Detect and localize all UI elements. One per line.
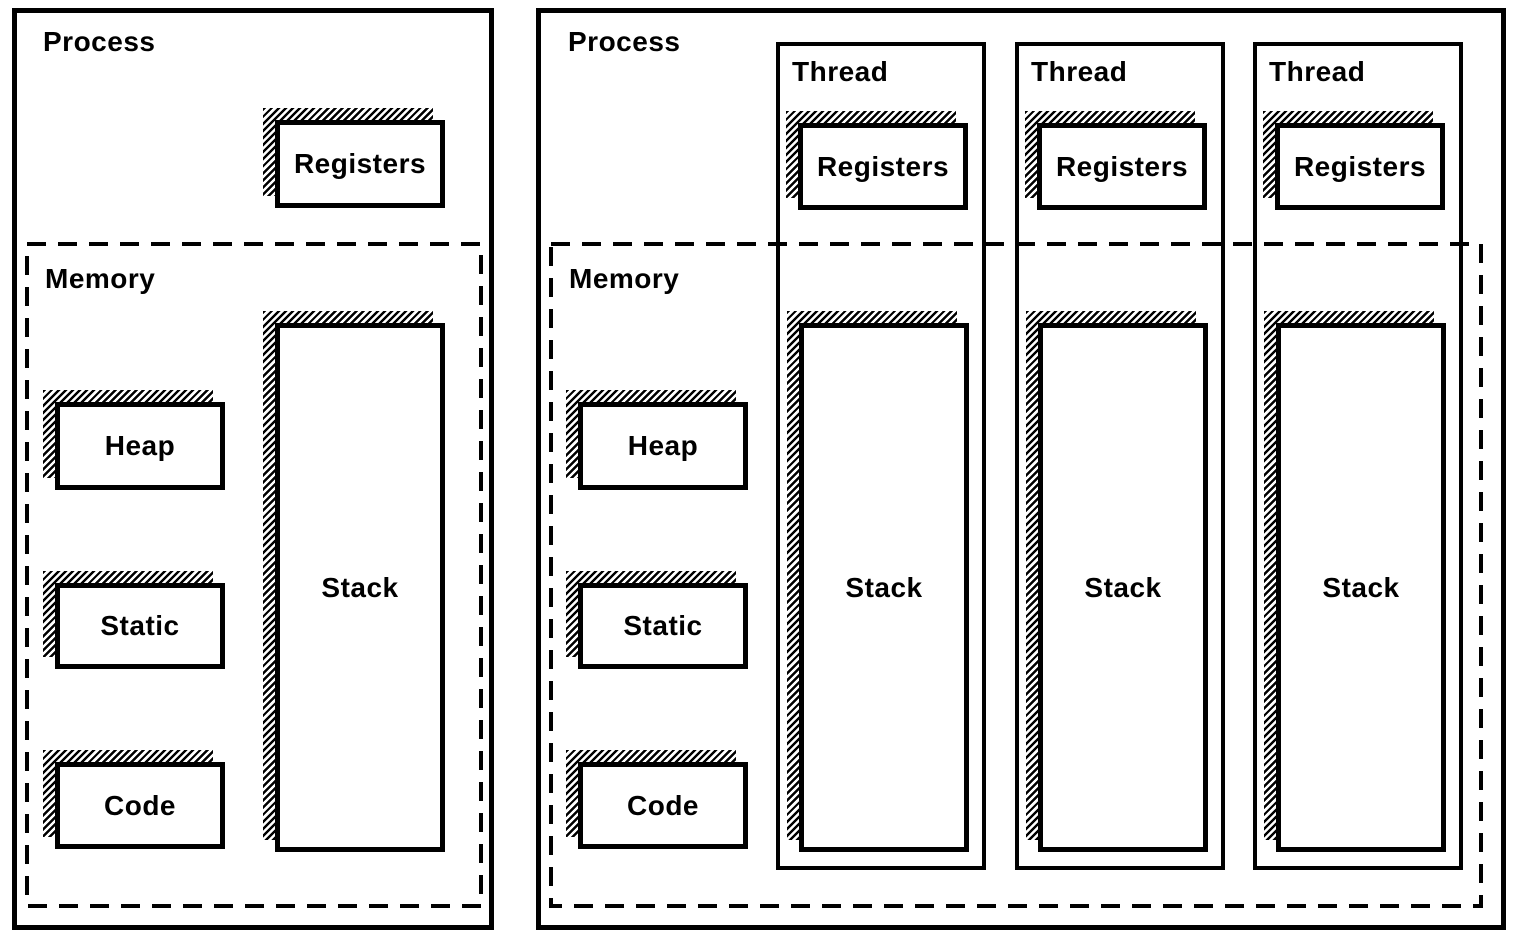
thread-1-label: Thread	[792, 56, 889, 87]
thread-1-stack-box: Stack	[787, 311, 969, 852]
thread-3-stack-label: Stack	[1322, 571, 1400, 603]
thread-2-registers-label: Registers	[1055, 150, 1189, 182]
thread-1-registers-box: Registers	[786, 111, 968, 210]
single-stack-face: Stack	[275, 323, 445, 852]
single-stack-label: Stack	[321, 571, 399, 603]
thread-3-stack-box: Stack	[1264, 311, 1446, 852]
thread-column-1: Thread Registers Stack	[776, 42, 986, 870]
single-static-face: Static	[55, 583, 225, 669]
single-memory-dashed-border	[25, 242, 483, 908]
thread-1-registers-label: Registers	[816, 150, 950, 182]
thread-2-label: Thread	[1031, 56, 1128, 87]
thread-2-stack-face: Stack	[1038, 323, 1208, 852]
multi-code-label: Code	[627, 789, 699, 821]
single-registers-label: Registers	[293, 148, 427, 179]
single-memory-label: Memory	[45, 263, 156, 294]
thread-column-3: Thread Registers Stack	[1253, 42, 1463, 870]
multi-code-face: Code	[578, 762, 748, 849]
single-code-face: Code	[55, 762, 225, 849]
thread-3-stack-face: Stack	[1276, 323, 1446, 852]
single-heap-label: Heap	[104, 430, 176, 461]
multi-static-box: Static	[566, 571, 748, 669]
thread-3-registers-face: Registers	[1275, 123, 1445, 210]
thread-2-stack-box: Stack	[1026, 311, 1208, 852]
thread-3-registers-box: Registers	[1263, 111, 1445, 210]
multi-static-face: Static	[578, 583, 748, 669]
single-heap-face: Heap	[55, 402, 225, 490]
thread-1-stack-label: Stack	[845, 571, 923, 603]
multi-static-label: Static	[623, 610, 703, 641]
single-code-label: Code	[104, 789, 176, 821]
single-static-box: Static	[43, 571, 225, 669]
thread-3-registers-label: Registers	[1293, 150, 1427, 182]
single-memory-region	[25, 242, 483, 908]
multi-code-box: Code	[566, 750, 748, 849]
thread-2-registers-face: Registers	[1037, 123, 1207, 210]
multi-process-box	[536, 8, 1506, 930]
single-process-box	[12, 8, 494, 930]
single-heap-box: Heap	[43, 390, 225, 490]
thread-3-label: Thread	[1269, 56, 1366, 87]
single-code-box: Code	[43, 750, 225, 849]
multi-heap-label: Heap	[627, 430, 699, 461]
multi-heap-box: Heap	[566, 390, 748, 490]
thread-1-registers-face: Registers	[798, 123, 968, 210]
single-registers-box: Registers	[263, 108, 445, 208]
single-static-label: Static	[100, 610, 180, 641]
thread-2-registers-box: Registers	[1025, 111, 1207, 210]
thread-column-2: Thread Registers Stack	[1015, 42, 1225, 870]
single-registers-face: Registers	[275, 120, 445, 208]
multi-heap-face: Heap	[578, 402, 748, 490]
multi-memory-label: Memory	[569, 263, 680, 294]
multi-process-label: Process	[568, 26, 681, 57]
thread-1-stack-face: Stack	[799, 323, 969, 852]
single-stack-box: Stack	[263, 311, 445, 852]
single-process-label: Process	[43, 26, 156, 57]
thread-2-stack-label: Stack	[1084, 571, 1162, 603]
